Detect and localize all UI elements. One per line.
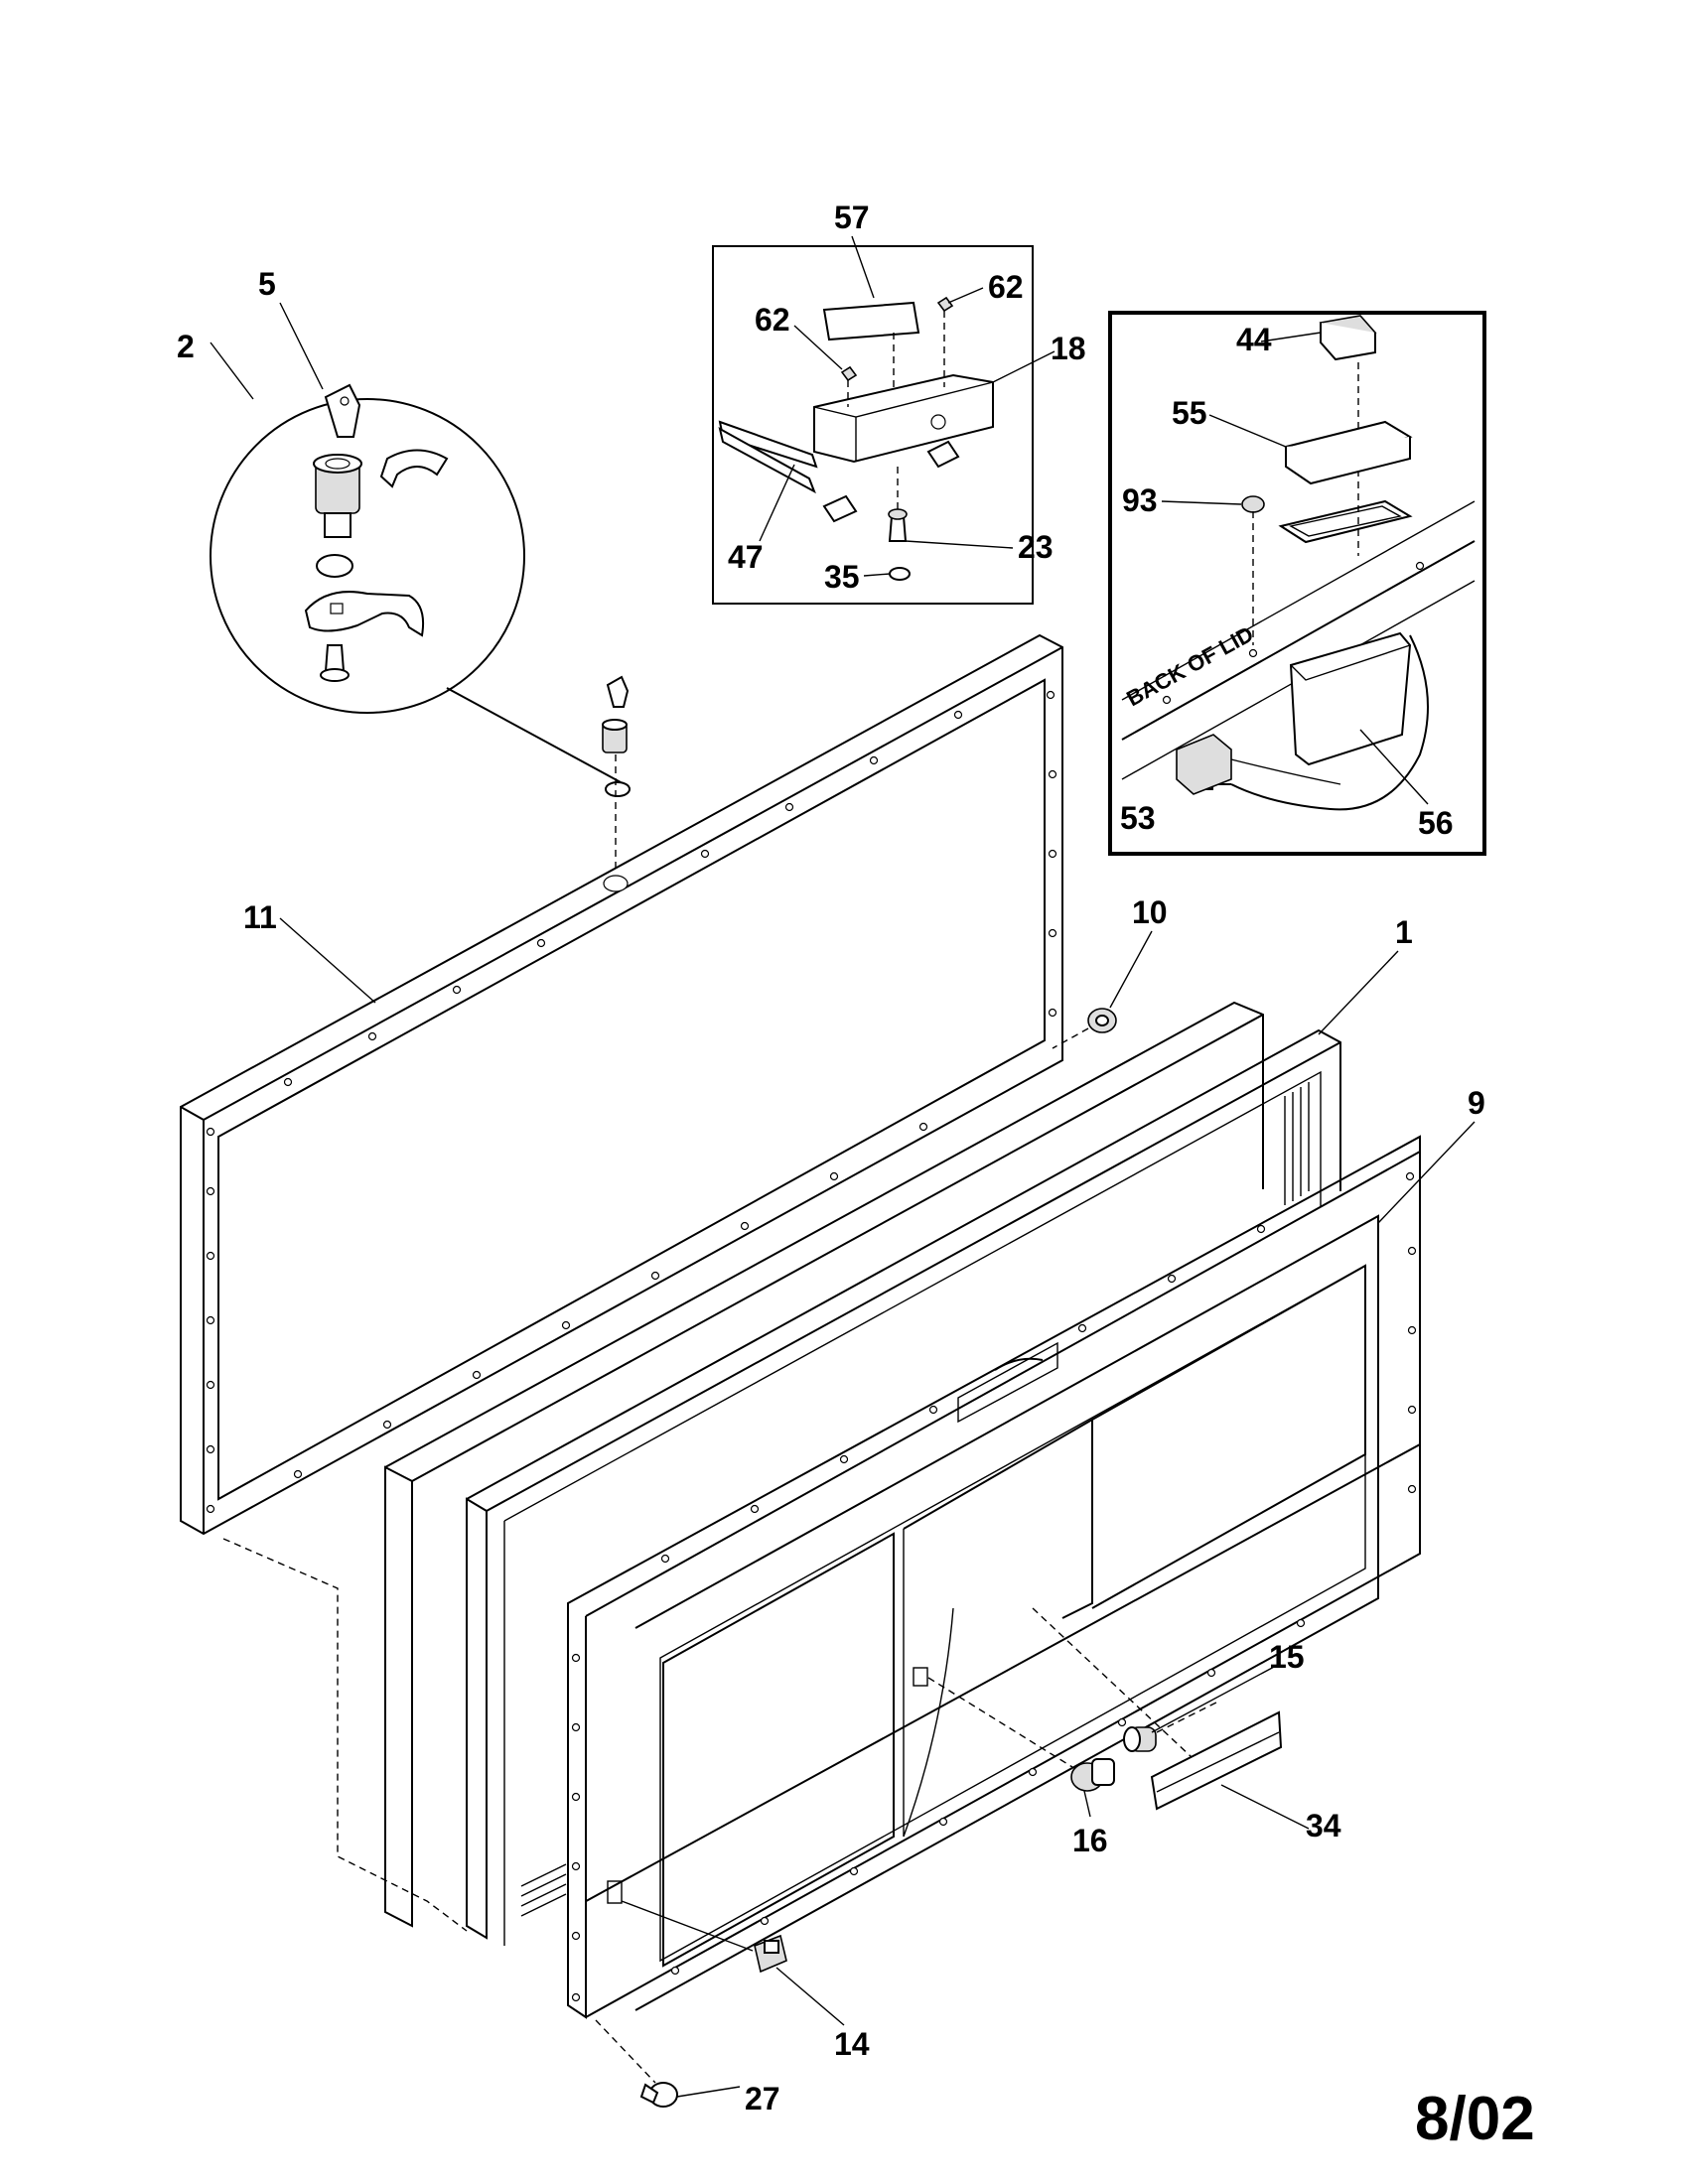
callout-55: 55 [1172,395,1207,431]
callout-35: 35 [824,559,860,595]
callout-53: 53 [1120,800,1156,836]
callout-57: 57 [834,200,870,235]
handle-inset [712,245,1034,605]
callout-56: 56 [1418,805,1454,841]
callout-23: 23 [1018,529,1054,565]
callout-27: 27 [745,2081,780,2116]
outer-door-panel [567,1135,1421,2019]
callout-44: 44 [1236,322,1272,357]
handle-screws [840,296,954,407]
callout-15: 15 [1269,1639,1305,1675]
back-of-lid-inset: BACK OF LID [1108,311,1486,856]
alignment-dash [222,1538,468,1932]
panel-holes [571,1171,1417,2002]
callout-11: 11 [243,899,277,935]
gasket-holes [206,690,1057,1514]
callout-34: 34 [1306,1808,1341,1843]
callout-2: 2 [177,329,195,364]
light-socket-part [927,1677,1115,1792]
callout-numbers: 2 5 57 62 62 18 47 23 35 44 55 93 53 56 … [177,200,1485,2116]
back-of-lid-label: BACK OF LID [1122,621,1257,712]
callout-62-right: 62 [988,269,1024,305]
callout-14: 14 [834,2026,870,2062]
switch-part [621,1900,787,1974]
bumper-part [1052,1008,1117,1049]
lid-gasket-frame [180,633,1063,1536]
callout-18: 18 [1051,331,1086,366]
lock-detail-circle [210,383,622,783]
callout-5: 5 [258,266,276,302]
callout-9: 9 [1468,1085,1485,1121]
callout-16: 16 [1072,1823,1108,1858]
vent-slats [520,1082,1310,1917]
lid-frame [466,1028,1341,1946]
callout-1: 1 [1395,914,1413,950]
leader-lines [210,235,1476,2098]
light-lens-part [1032,1607,1283,1811]
callout-10: 10 [1132,894,1168,930]
lid-panel [384,1001,1264,1928]
callout-47: 47 [728,539,764,575]
callout-93: 93 [1122,482,1158,518]
light-bulb-part [1123,1702,1217,1752]
callout-62-left: 62 [755,302,790,338]
push-pin-part [595,2019,678,2108]
revision-date: 8/02 [1415,2085,1535,2153]
